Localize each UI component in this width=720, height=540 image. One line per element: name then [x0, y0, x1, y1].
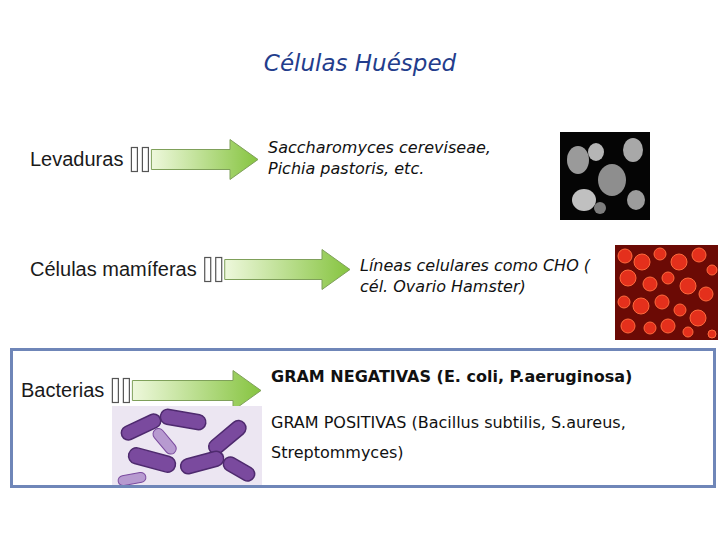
yeast-image — [560, 132, 650, 220]
tail-bar — [131, 148, 137, 172]
node-text: Levaduras — [30, 148, 123, 171]
bacteria-image — [112, 406, 262, 486]
node-text: Células mamíferas — [30, 258, 197, 281]
arrow-shape — [151, 140, 258, 180]
gram-group: GRAM NEGATIVAS (E. coli, P.aeruginosa) — [271, 367, 707, 386]
block-arrow — [205, 250, 350, 290]
tail-bar — [205, 258, 211, 282]
tail-bar — [112, 379, 118, 403]
block-arrow — [131, 140, 258, 180]
arrow-shape — [132, 371, 261, 411]
host-category: Levaduras — [30, 148, 123, 171]
arrow-shape — [225, 250, 350, 290]
highlight-box: Bacterias GRAM NEGATIVAS (E. coli, P.aeru… — [10, 348, 716, 488]
slide-title: Células Huésped — [0, 50, 720, 76]
host-examples: GRAM NEGATIVAS (E. coli, P.aeruginosa) GR… — [271, 367, 707, 469]
host-examples: Saccharomyces cereviseae, Pichia pastori… — [268, 138, 530, 180]
host-category: Bacterias — [21, 379, 104, 402]
node-text: Bacterias — [21, 379, 104, 402]
gram-group: GRAM POSITIVAS (Bacillus subtilis, S.aur… — [271, 408, 707, 469]
host-category: Células mamíferas — [30, 258, 197, 281]
tail-bar — [123, 379, 129, 403]
block-arrow — [112, 371, 261, 411]
tail-bar — [216, 258, 222, 282]
node-text: Saccharomyces cereviseae, Pichia pastori… — [268, 138, 530, 180]
host-examples: Líneas celulares como CHO ( cél. Ovario … — [360, 256, 608, 298]
cho-cells-image — [615, 245, 718, 340]
node-text: Líneas celulares como CHO ( cél. Ovario … — [360, 256, 608, 298]
tail-bar — [142, 148, 148, 172]
